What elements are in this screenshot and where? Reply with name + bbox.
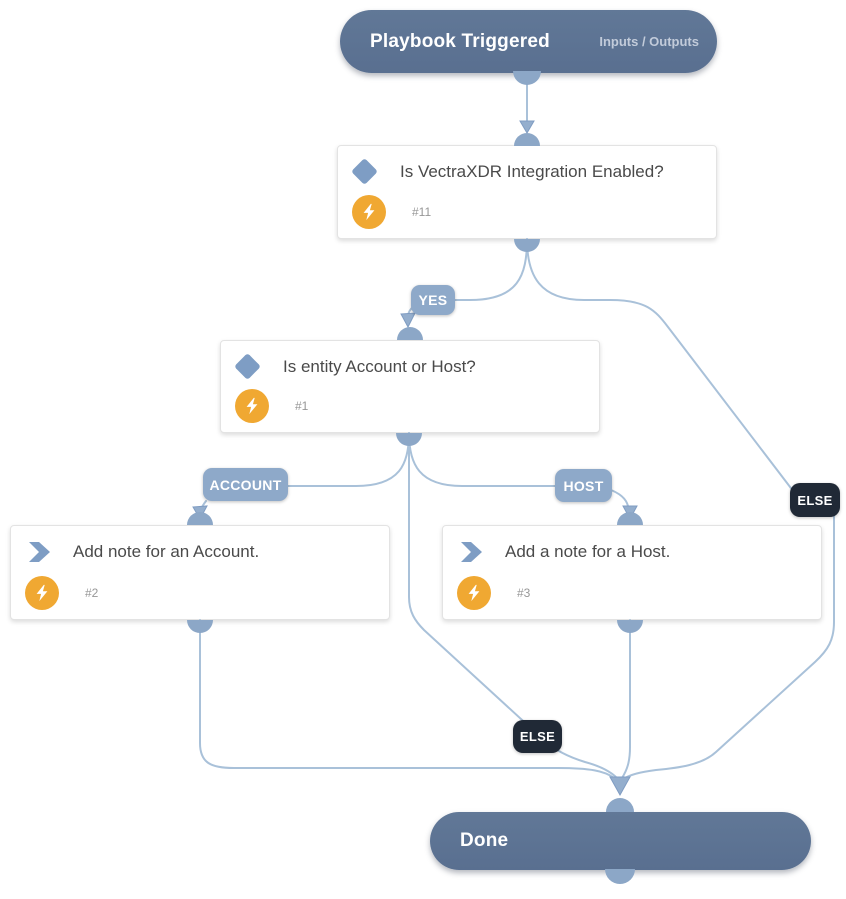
- node-id-label: #1: [295, 399, 309, 413]
- card-head: Add a note for a Host.: [443, 526, 821, 565]
- edge-decision1-host: [408, 432, 557, 487]
- port-action3-bottom[interactable]: [617, 620, 643, 633]
- done-title: Done: [460, 830, 509, 851]
- port-decision1-top[interactable]: [397, 327, 423, 340]
- action-chevron-icon: [457, 539, 483, 565]
- card-foot: #1: [235, 389, 308, 423]
- node-action-add-note-host[interactable]: Add a note for a Host. #3: [442, 525, 822, 620]
- edge-action2-to-done: [199, 619, 615, 779]
- edge-action3-to-done: [621, 619, 631, 779]
- lightning-bolt-icon: [352, 195, 386, 229]
- edge-host-into-node: [610, 489, 630, 512]
- branch-label-account[interactable]: ACCOUNT: [203, 468, 288, 501]
- lightning-bolt-icon: [25, 576, 59, 610]
- node-title: Is entity Account or Host?: [283, 357, 476, 376]
- card-foot: #2: [25, 576, 98, 610]
- branch-label-yes[interactable]: YES: [411, 285, 455, 315]
- decision-diamond-icon: [351, 158, 378, 185]
- arrowhead: [519, 120, 535, 134]
- port-decision1-bottom[interactable]: [396, 433, 422, 446]
- node-action-add-note-account[interactable]: Add note for an Account. #2: [10, 525, 390, 620]
- card-head: Is VectraXDR Integration Enabled?: [338, 146, 716, 185]
- arrowhead: [622, 505, 638, 521]
- port-done-bottom[interactable]: [605, 869, 635, 884]
- arrowhead: [400, 312, 416, 329]
- port-start-bottom[interactable]: [513, 71, 541, 85]
- port-decision11-bottom[interactable]: [514, 239, 540, 252]
- card-foot: #11: [352, 195, 431, 229]
- lightning-bolt-icon: [457, 576, 491, 610]
- node-decision-vectraxdr-enabled[interactable]: Is VectraXDR Integration Enabled? #11: [337, 145, 717, 239]
- branch-label-else-middle[interactable]: ELSE: [513, 720, 562, 753]
- edge-decision1-account: [287, 432, 410, 487]
- playbook-triggered-title: Playbook Triggered: [370, 30, 550, 52]
- node-id-label: #11: [412, 205, 432, 219]
- card-head: Add note for an Account.: [11, 526, 389, 565]
- node-title: Add a note for a Host.: [505, 542, 671, 561]
- card-foot: #3: [457, 576, 530, 610]
- inputs-outputs-link[interactable]: Inputs / Outputs: [599, 34, 699, 49]
- lightning-bolt-icon: [235, 389, 269, 423]
- branch-label-else-right[interactable]: ELSE: [790, 483, 840, 517]
- node-id-label: #3: [517, 586, 531, 600]
- port-done-top[interactable]: [606, 798, 634, 812]
- action-chevron-icon: [25, 539, 51, 565]
- branch-label-host[interactable]: HOST: [555, 469, 612, 502]
- decision-diamond-icon: [234, 353, 261, 380]
- arrowhead: [192, 505, 208, 521]
- port-action2-bottom[interactable]: [187, 620, 213, 633]
- port-action3-top[interactable]: [617, 512, 643, 525]
- port-action2-top[interactable]: [187, 512, 213, 525]
- edge-account-into-node: [199, 500, 207, 516]
- node-id-label: #2: [85, 586, 99, 600]
- node-title: Is VectraXDR Integration Enabled?: [400, 162, 664, 181]
- node-decision-entity-account-or-host[interactable]: Is entity Account or Host? #1: [220, 340, 600, 433]
- node-done[interactable]: Done: [430, 812, 811, 870]
- arrowhead: [609, 776, 631, 797]
- node-title: Add note for an Account.: [73, 542, 260, 561]
- node-playbook-triggered[interactable]: Playbook Triggered Inputs / Outputs: [340, 10, 717, 73]
- card-head: Is entity Account or Host?: [221, 341, 599, 380]
